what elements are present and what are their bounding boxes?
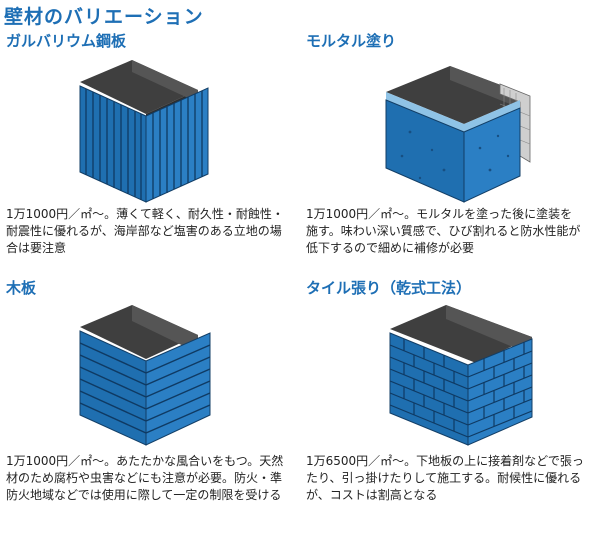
panel-description-wood: 1万1000円／㎡～。あたたかな風合いをもつ。天然材のため腐朽や虫害などにも注意… (6, 454, 284, 502)
panel-description-mortar: 1万1000円／㎡～。モルタルを塗った後に塗装を施す。味わい深い質感で、ひび割れ… (306, 207, 581, 255)
panel-mortar: モルタル塗り 1万1000円／㎡～。モルタルを塗った後に塗装を施す。味わい深い質… (300, 26, 600, 286)
panel-description-galvalume: 1万1000円／㎡～。薄くて軽く、耐久性・耐蝕性・耐震性に優れるが、海岸部など塩… (6, 207, 284, 255)
panel-galvalume: ガルバリウム鋼板 1万1000円／㎡～。薄くて軽く、耐久性・耐蝕性・耐震性に優れ… (0, 26, 300, 286)
panel-description-tile: 1万6500円／㎡～。下地板の上に接着剤などで張ったり、引っ掛けたりして施工する… (306, 454, 584, 502)
panel-title-galvalume: ガルバリウム鋼板 (6, 32, 127, 50)
tile-wall-illustration (389, 305, 533, 446)
panel-title-tile: タイル張り（乾式工法） (306, 279, 472, 297)
galvalume-wall-illustration (79, 60, 209, 203)
panel-tile: タイル張り（乾式工法） 1万6500円／㎡～。下地板の上に接着剤などで張 (300, 275, 600, 535)
mortar-wall-illustration (385, 66, 531, 203)
panel-wood: 木板 1万1000円／㎡～。あたたかな風合いをもつ。天然材のため腐朽や虫害などに… (0, 275, 300, 535)
panel-title-mortar: モルタル塗り (306, 32, 397, 50)
panel-title-wood: 木板 (6, 279, 37, 297)
wood-wall-illustration (79, 305, 211, 446)
page-title: 壁材のバリエーション (4, 6, 204, 28)
